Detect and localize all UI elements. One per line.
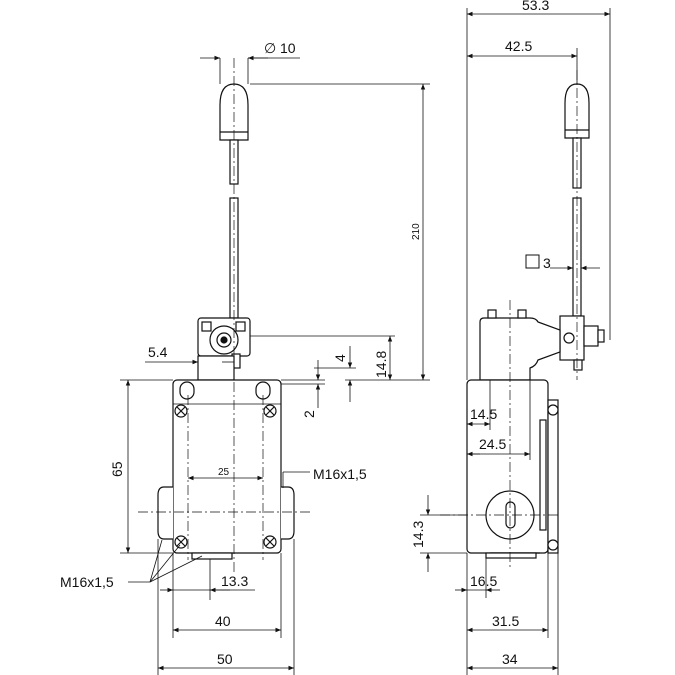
dim-hole-spacing: 25	[218, 467, 230, 478]
thread-label-right: M16x1,5	[313, 466, 367, 482]
screw-icon	[263, 404, 277, 418]
screw-icon	[174, 535, 188, 549]
dim-14-3: 14.3	[410, 521, 426, 548]
dim-16-5: 16.5	[470, 573, 497, 589]
dim-gap-2: 2	[301, 410, 317, 418]
side-lever-clamp	[559, 315, 605, 371]
screw-icon	[263, 535, 277, 549]
dim-roller-dia-symbol: ∅	[264, 40, 276, 56]
dim-34: 34	[502, 651, 518, 667]
front-view	[120, 55, 430, 675]
cable-gland-left	[157, 486, 173, 540]
dim-gap-4: 4	[332, 354, 348, 362]
dim-lever-width: 42.5	[505, 38, 532, 54]
center-lines	[138, 58, 312, 575]
side-actuator-head	[479, 309, 561, 381]
cable-gland-bottom	[191, 552, 233, 560]
cable-gland-right	[281, 486, 295, 540]
thread-label-left: M16x1,5	[60, 574, 114, 590]
dim-width-50: 50	[217, 651, 233, 667]
dim-height-65: 65	[109, 461, 125, 477]
shaft	[197, 355, 235, 381]
dim-lever-offset: 5.4	[148, 344, 168, 360]
side-view	[420, 8, 611, 675]
dim-width-40: 40	[215, 613, 231, 629]
lever-pivot	[197, 317, 251, 369]
dim-24-5: 24.5	[479, 436, 506, 452]
dim-offset-13-3: 13.3	[221, 573, 248, 589]
dim-total-width: 53.3	[522, 0, 549, 13]
dim-square-3: 3	[543, 255, 551, 271]
screw-icon	[174, 404, 188, 418]
dim-14-5: 14.5	[470, 406, 497, 422]
dim-lever-length: 210	[411, 223, 422, 240]
dim-roller-dia: 10	[280, 40, 296, 56]
dim-31-5: 31.5	[492, 613, 519, 629]
square-symbol-box	[525, 254, 540, 269]
dim-gap-14-8: 14.8	[373, 351, 389, 378]
side-dimension-lines	[420, 8, 611, 675]
dimension-lines	[120, 55, 430, 675]
